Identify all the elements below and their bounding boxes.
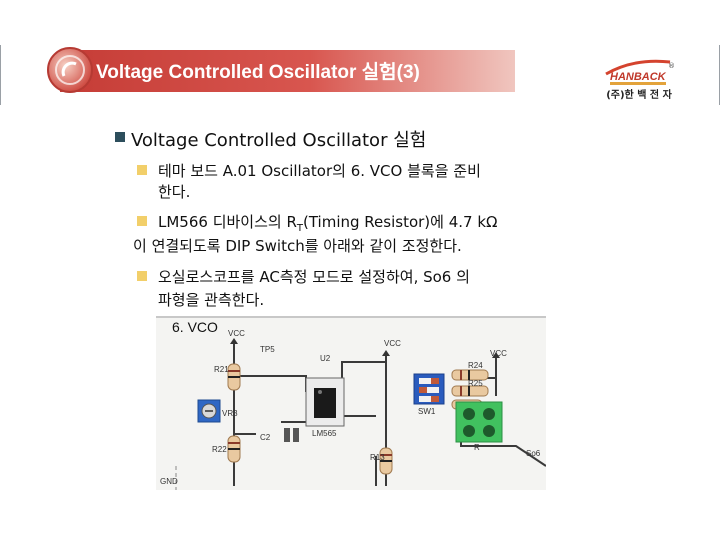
label-r22: R22	[212, 445, 227, 454]
resistor-r22	[227, 435, 241, 463]
bullet-square-icon	[137, 165, 147, 175]
label-vcc-top: VCC	[228, 329, 245, 338]
registered-mark: ®	[668, 62, 674, 70]
capacitor-c2	[284, 428, 299, 442]
sub-bullet-3: 오실로스코프를 AC측정 모드로 설정하여, So6 의	[137, 266, 470, 287]
sub-bullet-2: LM566 디바이스의 RT(Timing Resistor)에 4.7 kΩ	[137, 211, 498, 234]
logo-company-name: (주)한 백 전 자	[606, 90, 672, 101]
resistor-r21	[227, 363, 241, 391]
bullet-square-icon	[115, 132, 125, 142]
label-r24: R24	[468, 361, 483, 370]
resistor-r13	[379, 447, 393, 475]
bullet-square-icon	[137, 216, 147, 226]
resistor-r25	[451, 385, 489, 397]
vco-block-label: 6. VCO	[172, 319, 218, 335]
potentiometer-vr3	[197, 399, 221, 423]
label-sw1: SW1	[418, 407, 436, 416]
label-c2: C2	[260, 433, 271, 442]
sub-bullet-1: 테마 보드 A.01 Oscillator의 6. VCO 블록을 준비	[137, 160, 481, 181]
resistor-r24	[451, 369, 489, 381]
label-r: R	[474, 443, 480, 452]
label-lm565: LM565	[312, 429, 337, 438]
left-edge-line	[0, 45, 1, 105]
label-so6: So6	[526, 449, 541, 458]
label-vcc-right: VCC	[490, 349, 507, 358]
label-gnd: GND	[160, 477, 178, 486]
sub-bullet-2-cont: 이 연결되도록 DIP Switch를 아래와 같이 조정한다.	[133, 237, 462, 255]
ic-chip-u2	[305, 377, 345, 427]
label-tp5: TP5	[260, 345, 275, 354]
page-title: Voltage Controlled Oscillator 실험(3)	[96, 62, 420, 83]
label-r25: R25	[468, 379, 483, 388]
sub-bullet-3-cont: 파형을 관측한다.	[158, 291, 265, 309]
label-r13: R13	[370, 453, 385, 462]
logo-brand-text: HANBACK	[610, 71, 667, 83]
title-banner	[60, 50, 515, 92]
label-u2: U2	[320, 354, 331, 363]
label-vcc-mid: VCC	[384, 339, 401, 348]
hanback-logo: HANBACK ®	[605, 59, 674, 85]
main-bullet: Voltage Controlled Oscillator 실험	[115, 126, 426, 152]
banner-circle-icon	[47, 47, 93, 93]
bullet-square-icon	[137, 271, 147, 281]
vco-board-photo: 6. VCO	[156, 316, 546, 490]
label-vr3: VR3	[222, 409, 238, 418]
label-r21: R21	[214, 365, 229, 374]
terminal-block	[455, 401, 503, 443]
dip-switch-sw1	[413, 373, 445, 405]
sub-bullet-1-cont: 한다.	[158, 183, 191, 201]
